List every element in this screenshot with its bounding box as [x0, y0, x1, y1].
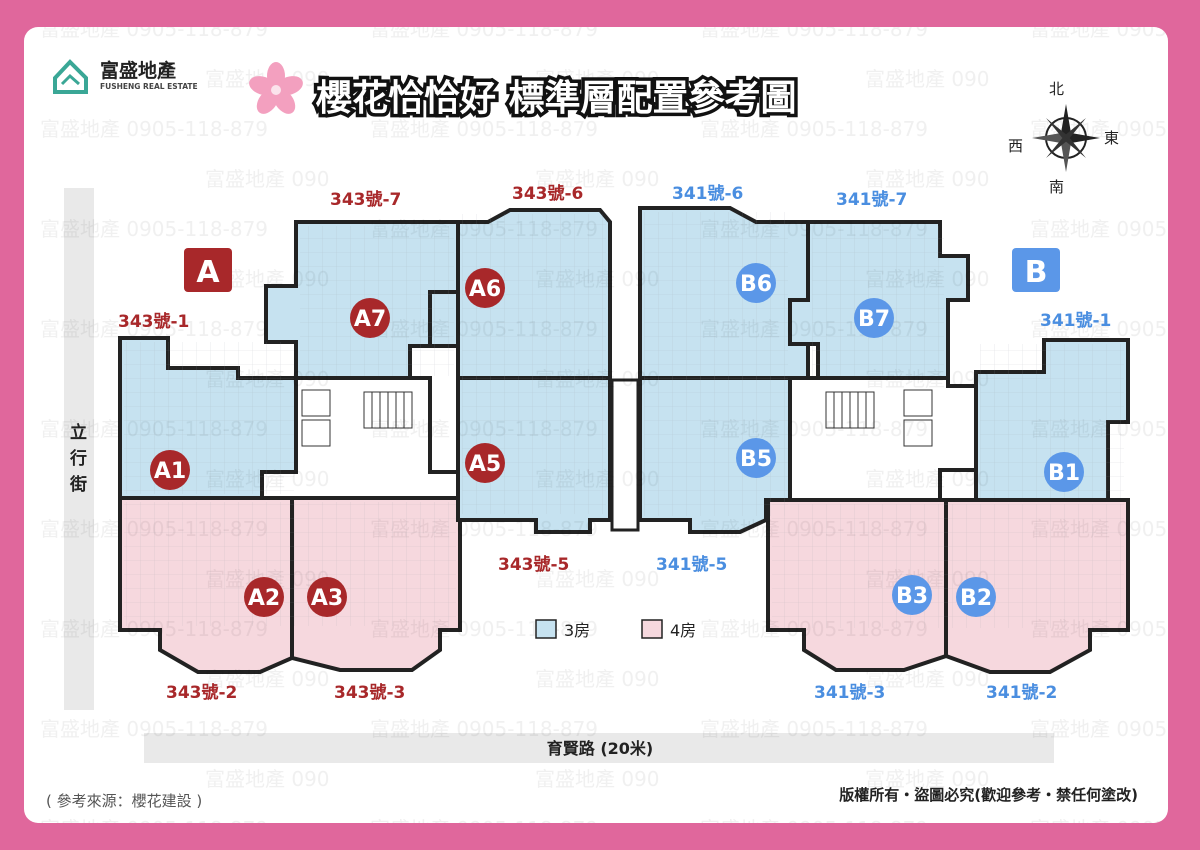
source-note: ( 參考來源：櫻花建設 ) — [46, 792, 202, 810]
building-b-badge — [1012, 248, 1060, 292]
address-b5: 341號-5 — [656, 555, 727, 575]
legend-swatch-4room — [641, 619, 663, 639]
address-a3: 343號-3 — [334, 683, 405, 703]
unit-label-b2: B2 — [960, 586, 992, 611]
building-a-label: A — [196, 255, 220, 290]
unit-label-b5: B5 — [740, 447, 772, 472]
road-left-label: 立 行 街 — [69, 422, 93, 495]
legend-label-4room: 4房 — [670, 621, 696, 640]
unit-label-b7: B7 — [858, 307, 890, 332]
legend-swatch-3room — [535, 619, 557, 639]
compass-west: 西 — [1008, 137, 1023, 155]
address-b7: 341號-7 — [836, 190, 907, 210]
watermark — [24, 27, 1168, 823]
address-a5: 343號-5 — [498, 555, 569, 575]
unit-label-a6: A6 — [469, 277, 501, 302]
address-b1: 341號-1 — [1040, 311, 1111, 331]
unit-badges-a: A1 A2 A3 A5 A6 A7 — [150, 268, 505, 617]
address-b6: 341號-6 — [672, 184, 743, 204]
legend-label-3room: 3房 — [564, 621, 590, 640]
unit-label-a5: A5 — [469, 452, 501, 477]
page-title: 櫻花恰恰好 標準層配置參考圖 — [315, 78, 797, 119]
sakura-icon — [249, 62, 303, 114]
unit-label-a1: A1 — [154, 459, 186, 484]
brand-logo: 富盛地產 FUSHENG REAL ESTATE — [53, 59, 198, 94]
address-b2: 341號-2 — [986, 683, 1057, 703]
compass-north: 北 — [1049, 80, 1064, 98]
unit-label-a2: A2 — [248, 586, 280, 611]
compass-east: 東 — [1104, 129, 1119, 147]
building-a-badge — [184, 248, 232, 292]
unit-label-a3: A3 — [311, 586, 343, 611]
house-logo-icon — [53, 59, 88, 94]
unit-label-b1: B1 — [1048, 461, 1080, 486]
brand-name-en: FUSHENG REAL ESTATE — [100, 82, 198, 91]
address-a6: 343號-6 — [512, 184, 583, 204]
compass-south: 南 — [1049, 178, 1064, 196]
address-a2: 343號-2 — [166, 683, 237, 703]
unit-label-b6: B6 — [740, 272, 772, 297]
floor-plan-svg: 富盛地產 0905-118-879 富盛地產 0905-118-879 — [24, 27, 1168, 823]
address-b3: 341號-3 — [814, 683, 885, 703]
unit-badges-b: B1 B2 B3 B5 B6 B7 — [736, 263, 1084, 617]
unit-label-a7: A7 — [354, 307, 386, 332]
road-bottom-label: 育賢路 (20米) — [547, 739, 653, 758]
floor-plan-card: 富盛地產 0905-118-879 富盛地產 0905-118-879 — [24, 27, 1168, 823]
brand-name: 富盛地產 — [100, 59, 176, 82]
legend: 3房 4房 — [535, 619, 696, 640]
compass-icon — [1032, 104, 1100, 172]
address-a7: 343號-7 — [330, 190, 401, 210]
unit-label-b3: B3 — [896, 584, 928, 609]
building-b-label: B — [1025, 255, 1048, 290]
copyright-note: 版權所有・盜圖必究(歡迎參考・禁任何塗改) — [839, 786, 1138, 804]
address-a1: 343號-1 — [118, 312, 189, 332]
